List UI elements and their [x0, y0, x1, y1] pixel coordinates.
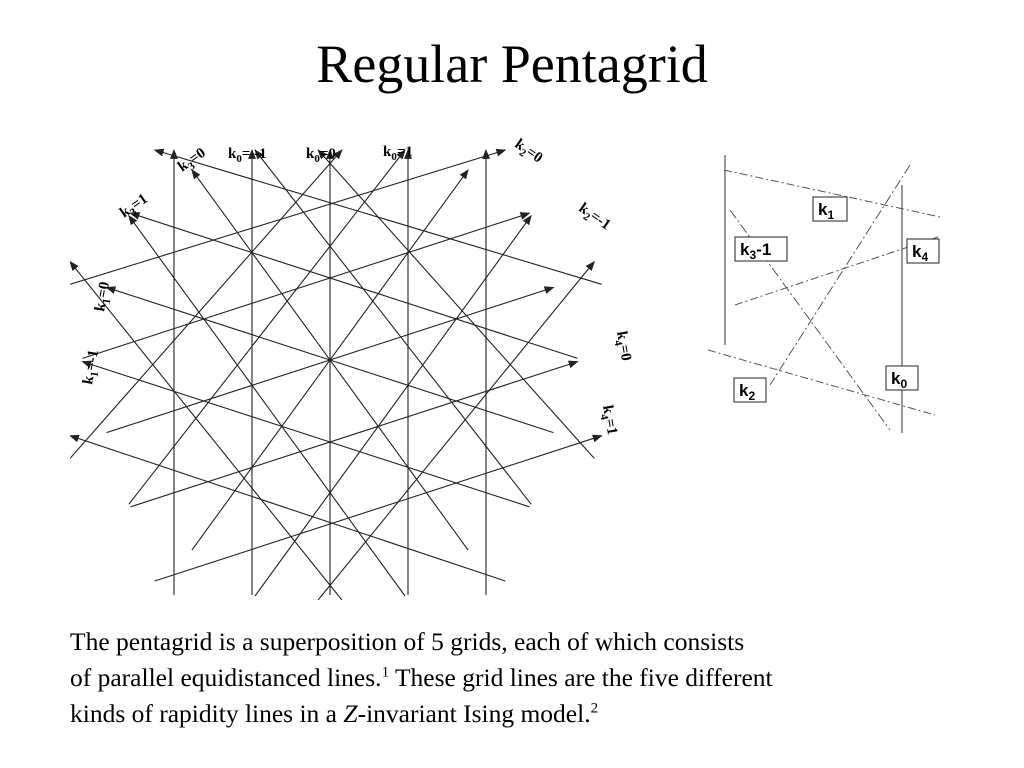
- rapidity-line-k1: [723, 169, 941, 218]
- label-k1-0: k1=0: [92, 280, 116, 313]
- pentagrid-diagram: k3=0 k0= -1 k0=0 k0=1 k2=0 k3=1 k2=-1 k1…: [70, 136, 634, 600]
- rapidity-line-k4: [734, 236, 939, 306]
- rapidity-line-k2: [707, 349, 936, 416]
- footnote-2: 2: [590, 700, 599, 717]
- unit-label-k4: k4: [906, 238, 940, 264]
- grid-line-f1-0: [70, 148, 507, 285]
- svg-text:k4: k4: [912, 242, 928, 264]
- grid-line-f2-3: [254, 149, 532, 505]
- unit-label-k1: k1: [812, 196, 848, 222]
- label-k2-minus1: k2=-1: [574, 200, 613, 236]
- svg-text:k1: k1: [818, 200, 834, 222]
- grid-line-f3-3: [129, 212, 578, 359]
- grid-line-f4-2: [191, 169, 469, 551]
- unit-label-k2: k2: [733, 377, 767, 403]
- unit-label-k0: k0: [885, 365, 919, 391]
- label-k1-minus1: k1=-1: [80, 349, 105, 387]
- caption-line-1: The pentagrid is a superposition of 5 gr…: [70, 627, 745, 656]
- grid-line-f2-0: [70, 260, 343, 600]
- grid-lines: [70, 148, 603, 600]
- unit-label-k3-minus1: k3-1: [734, 236, 788, 262]
- rapidity-line-b: [769, 164, 911, 386]
- grid-line-f4-0: [70, 149, 343, 459]
- label-k0-1: k0=1: [383, 144, 413, 163]
- grid-line-f4-1: [128, 149, 406, 505]
- grid-line-f3-1: [81, 360, 530, 508]
- grid-line-f3-0: [70, 434, 506, 582]
- grid-line-f3-4: [153, 148, 602, 285]
- grid-line-f1-3: [130, 360, 579, 508]
- caption-line-2: of parallel equidistanced lines.1 These …: [70, 663, 773, 692]
- rapidity-unit-diagram: k1 k3-1 k4 k0 k2: [707, 155, 941, 433]
- svg-text:k0: k0: [891, 369, 907, 391]
- svg-text:k3-1: k3-1: [740, 240, 771, 262]
- svg-text:k2: k2: [739, 381, 755, 403]
- grid-line-f4-3: [254, 214, 532, 597]
- grid-line-f1-1: [82, 212, 531, 359]
- caption: The pentagrid is a superposition of 5 gr…: [70, 624, 1020, 732]
- slide-title: Regular Pentagrid: [316, 34, 708, 94]
- label-k3-0: k3=0: [175, 145, 210, 178]
- label-k4-1: k4=1: [596, 404, 620, 437]
- caption-line-3: kinds of rapidity lines in a Z-invariant…: [70, 699, 599, 728]
- grid-line-f1-4: [154, 434, 603, 582]
- label-k0-minus1: k0= -1: [228, 146, 267, 165]
- label-k0-0: k0=0: [306, 146, 336, 165]
- label-k2-0: k2=0: [510, 136, 545, 169]
- grid-line-f4-4: [317, 260, 595, 600]
- grid-line-f2-4: [317, 149, 595, 459]
- footnote-1: 1: [381, 664, 390, 681]
- label-k4-0: k4=0: [610, 330, 634, 363]
